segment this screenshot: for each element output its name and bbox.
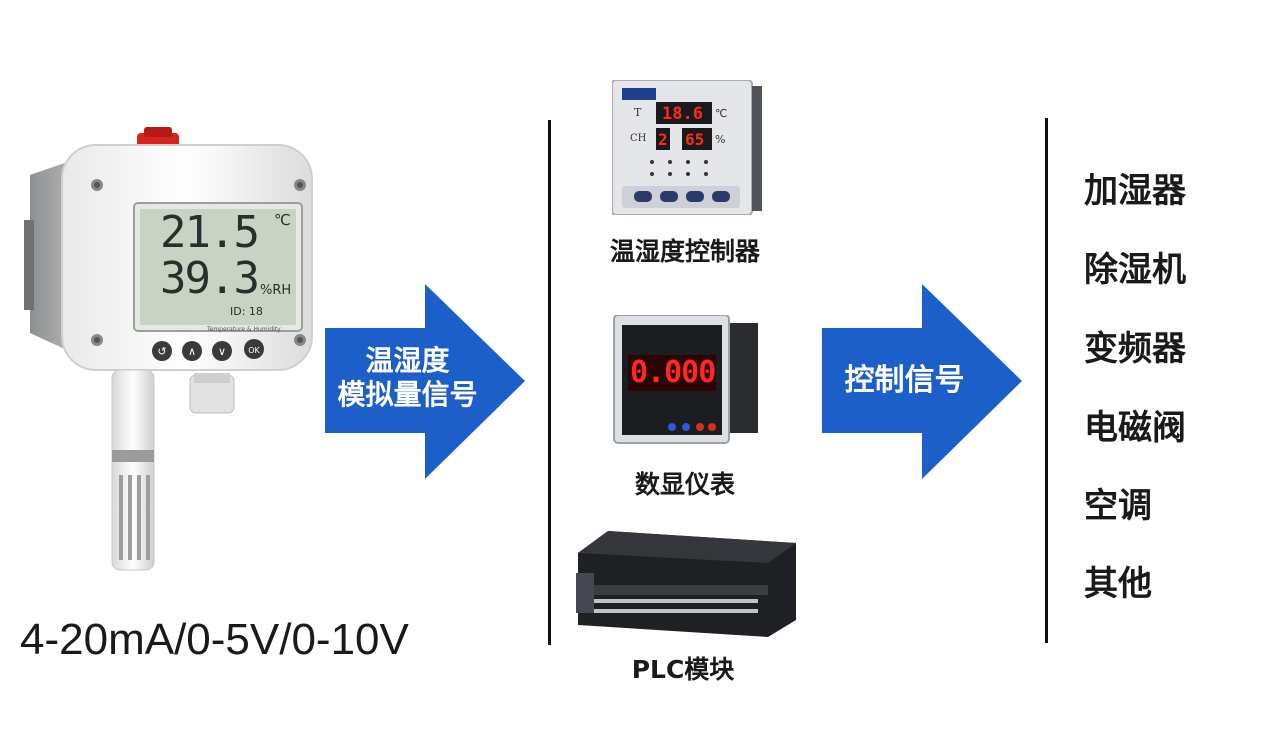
meter-illustration [613, 314, 758, 444]
plc-illustration [576, 531, 796, 637]
arrow-right-icon [325, 284, 525, 479]
controller-h-label: CH [630, 133, 647, 144]
controller-h-channel: 2 [658, 130, 668, 149]
lcd-id: ID: 18 [230, 305, 263, 318]
meter-display-value: 0.000 [630, 355, 716, 390]
controller-label: 温湿度控制器 [609, 237, 760, 266]
divider-right [1045, 118, 1048, 643]
output-dehumidifier: 除湿机 [1084, 250, 1186, 290]
arrow-right-icon [822, 284, 1022, 479]
plc-label: PLC模块 [631, 655, 735, 684]
svg-text:OK: OK [248, 346, 260, 355]
humidity-transmitter-device: ↺ ∧ ∨ OK 21.5 ℃ 39.3 %RH ID: 18 Temperat… [22, 125, 322, 585]
output-inverter: 变频器 [1084, 329, 1186, 369]
controller-h-unit: % [715, 133, 726, 146]
transmitter-illustration: ↺ ∧ ∨ OK [24, 127, 313, 571]
arrow-control-signal-label: 控制信号 [844, 363, 965, 398]
controller-h-value: 65 [685, 130, 705, 149]
plc-module [568, 525, 798, 640]
signal-type-text: 4-20mA/0-5V/0-10V [20, 615, 409, 664]
output-other: 其他 [1084, 564, 1152, 604]
output-humidifier: 加湿器 [1084, 171, 1186, 211]
lcd-temperature-unit: ℃ [274, 211, 291, 229]
lcd-humidity-unit: %RH [260, 283, 292, 298]
svg-text:∨: ∨ [218, 345, 226, 358]
divider-left [548, 120, 551, 645]
controller-t-value: 18.6 [662, 104, 703, 124]
arrow-analog-signal: 温湿度 模拟量信号 [325, 284, 525, 479]
digital-meter: 0.000 [612, 314, 762, 445]
lcd-humidity: 39.3 [160, 253, 260, 304]
lcd-temperature: 21.5 [160, 207, 260, 258]
arrow-analog-signal-label: 温湿度 模拟量信号 [337, 344, 478, 411]
device-caption: Temperature & Humidity [207, 326, 281, 333]
meter-label: 数显仪表 [634, 470, 735, 499]
svg-text:∧: ∧ [188, 345, 196, 358]
temp-humidity-controller: T 18.6 ℃ CH 2 65 % [611, 79, 762, 216]
controller-t-unit: ℃ [715, 107, 728, 120]
output-air-conditioner: 空调 [1084, 486, 1152, 526]
svg-text:↺: ↺ [157, 345, 166, 358]
controller-t-label: T [634, 106, 642, 119]
output-solenoid-valve: 电磁阀 [1084, 408, 1186, 448]
controller-illustration [611, 79, 762, 216]
arrow-control-signal: 控制信号 [822, 284, 1022, 479]
